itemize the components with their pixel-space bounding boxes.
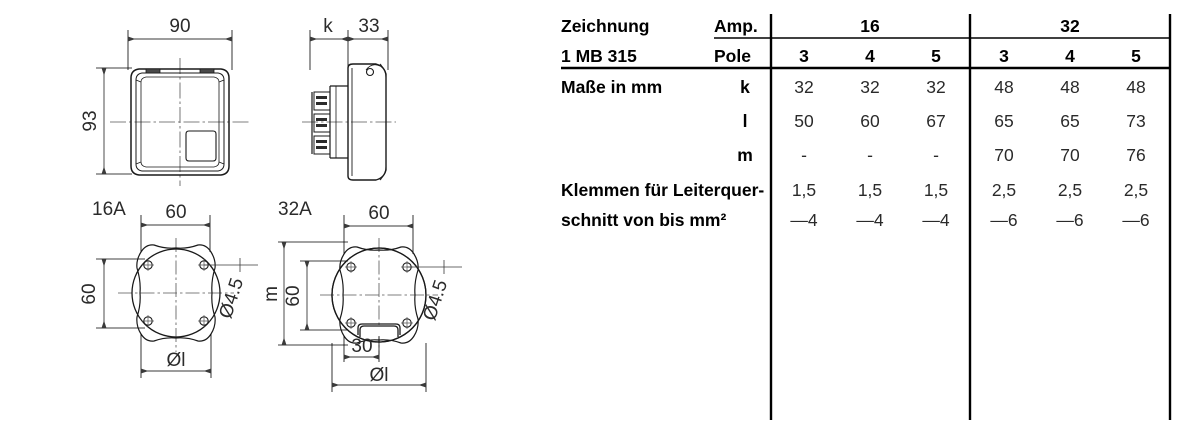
row-label-l: l [743,111,748,131]
table-horizontal-rules [561,37,1170,70]
side-view-depth-k-value: k [323,16,333,37]
cell-term-top-32-3: 2,5 [992,180,1016,200]
table-row-k: 32 32 32 48 48 48 [794,77,1145,97]
plate-16a-title: 16A [92,199,126,220]
plate-32a-width-dimension: 60 [343,203,414,254]
cell-m-32-5: 76 [1126,145,1145,165]
table-vertical-rules [769,14,1172,420]
pole-header-16-4: 4 [865,46,875,66]
plate-32a-bottom-dimension: 30 [343,336,380,362]
front-view-height-value: 93 [80,110,101,131]
specification-table-svg: Zeichnung 1 MB 315 Maße in mm Klemmen fü… [561,14,1172,420]
pole-header-32-4: 4 [1065,46,1075,66]
cell-term-top-32-5: 2,5 [1124,180,1148,200]
table-row-terminal-top: 1,5 1,5 1,5 2,5 2,5 2,5 [792,180,1148,200]
pole-header-32-5: 5 [1131,46,1141,66]
cell-k-16-4: 32 [860,77,879,97]
cell-term-bot-16-5: —4 [922,210,950,230]
plate-32a-title: 32A [278,199,312,220]
pole-header-16-5: 5 [931,46,941,66]
technical-drawing-panel: 90 93 [0,0,530,427]
amp-group-16: 16 [860,16,880,36]
plate-32a-bottom-value: 30 [351,336,372,357]
plate-16a-view: 16A 60 60 [79,199,258,378]
cell-k-32-5: 48 [1126,77,1145,97]
front-view-width-dimension: 90 [127,16,233,70]
plate-16a-height-dimension: 60 [79,258,145,329]
table-left-labels: Zeichnung 1 MB 315 Maße in mm Klemmen fü… [561,16,764,230]
plate-32a-outer-height-value: m [261,286,282,302]
header-amp: Amp. [714,16,758,36]
cell-term-bot-16-4: —4 [856,210,884,230]
table-row-terminal-bottom: —4 —4 —4 —6 —6 —6 [790,210,1149,230]
plate-16a-hole-value: Ø4.5 [215,275,248,321]
side-view: k 33 [302,16,396,181]
plate-32a-view: 32A 60 m 60 [261,199,462,392]
plate-32a-outer-height-dimension: m [261,241,348,346]
plate-16a-centerlines [118,238,234,352]
cell-term-bot-32-3: —6 [990,210,1017,230]
plate-32a-height-value: 60 [283,285,304,306]
cell-l-32-3: 65 [994,111,1013,131]
cell-l-16-4: 60 [860,111,880,131]
label-klemmen-line2: schnitt von bis mm² [561,210,726,230]
cell-k-32-3: 48 [994,77,1013,97]
cell-l-16-5: 67 [926,111,945,131]
pole-header-16-3: 3 [799,46,809,66]
amp-group-32: 32 [1060,16,1080,36]
front-view: 90 93 [80,16,250,186]
plate-32a-height-dimension: 60 [283,260,348,331]
cell-m-32-3: 70 [994,145,1014,165]
label-zeichnung: Zeichnung [561,16,649,36]
cell-term-top-16-3: 1,5 [792,180,816,200]
cell-l-16-3: 50 [794,111,814,131]
cell-m-16-5: - [933,145,939,165]
specification-table-panel: Zeichnung 1 MB 315 Maße in mm Klemmen fü… [530,0,1200,427]
front-view-height-dimension: 93 [80,67,132,175]
technical-drawing-svg: 90 93 [79,16,462,392]
side-view-depth-33-value: 33 [358,16,379,37]
side-view-body [311,63,387,181]
cell-k-16-3: 32 [794,77,813,97]
table-row-l: 50 60 67 65 65 73 [794,111,1145,131]
label-drawing-number: 1 MB 315 [561,46,637,66]
cell-k-32-4: 48 [1060,77,1079,97]
cell-m-16-4: - [867,145,873,165]
cell-term-top-32-4: 2,5 [1058,180,1082,200]
plate-16a-bore-dimension: Øl [140,334,212,378]
plate-16a-height-value: 60 [79,283,100,304]
front-view-centerlines [110,58,250,186]
front-view-width-value: 90 [169,16,190,37]
table-parameter-column: Amp. Pole k l m [714,16,758,165]
row-label-m: m [737,145,753,165]
label-masse-in-mm: Maße in mm [561,77,662,97]
cell-k-16-5: 32 [926,77,945,97]
cell-term-bot-16-3: —4 [790,210,818,230]
cell-m-32-4: 70 [1060,145,1080,165]
cell-l-32-5: 73 [1126,111,1145,131]
plate-32a-bore-value: Øl [370,365,389,386]
side-view-depth-dimension: k 33 [309,16,389,70]
row-label-k: k [740,77,750,97]
table-amp-group-headings: 16 32 [860,16,1080,36]
cell-term-bot-32-5: —6 [1122,210,1149,230]
front-view-housing [130,68,230,176]
table-row-m: - - - 70 70 76 [801,145,1146,165]
plate-16a-bore-value: Øl [167,350,186,371]
plate-32a-bore-dimension: Øl [331,343,427,392]
table-pole-headers: 3 4 5 3 4 5 [799,46,1141,66]
label-klemmen-line1: Klemmen für Leiterquer- [561,180,764,200]
cell-term-bot-32-4: —6 [1056,210,1083,230]
pole-header-32-3: 3 [999,46,1009,66]
header-pole: Pole [714,46,751,66]
plate-32a-width-value: 60 [368,203,389,224]
cell-term-top-16-4: 1,5 [858,180,882,200]
plate-16a-width-value: 60 [165,202,186,223]
plate-16a-width-dimension: 60 [140,202,211,252]
cell-m-16-3: - [801,145,807,165]
cell-l-32-4: 65 [1060,111,1079,131]
cell-term-top-16-5: 1,5 [924,180,948,200]
